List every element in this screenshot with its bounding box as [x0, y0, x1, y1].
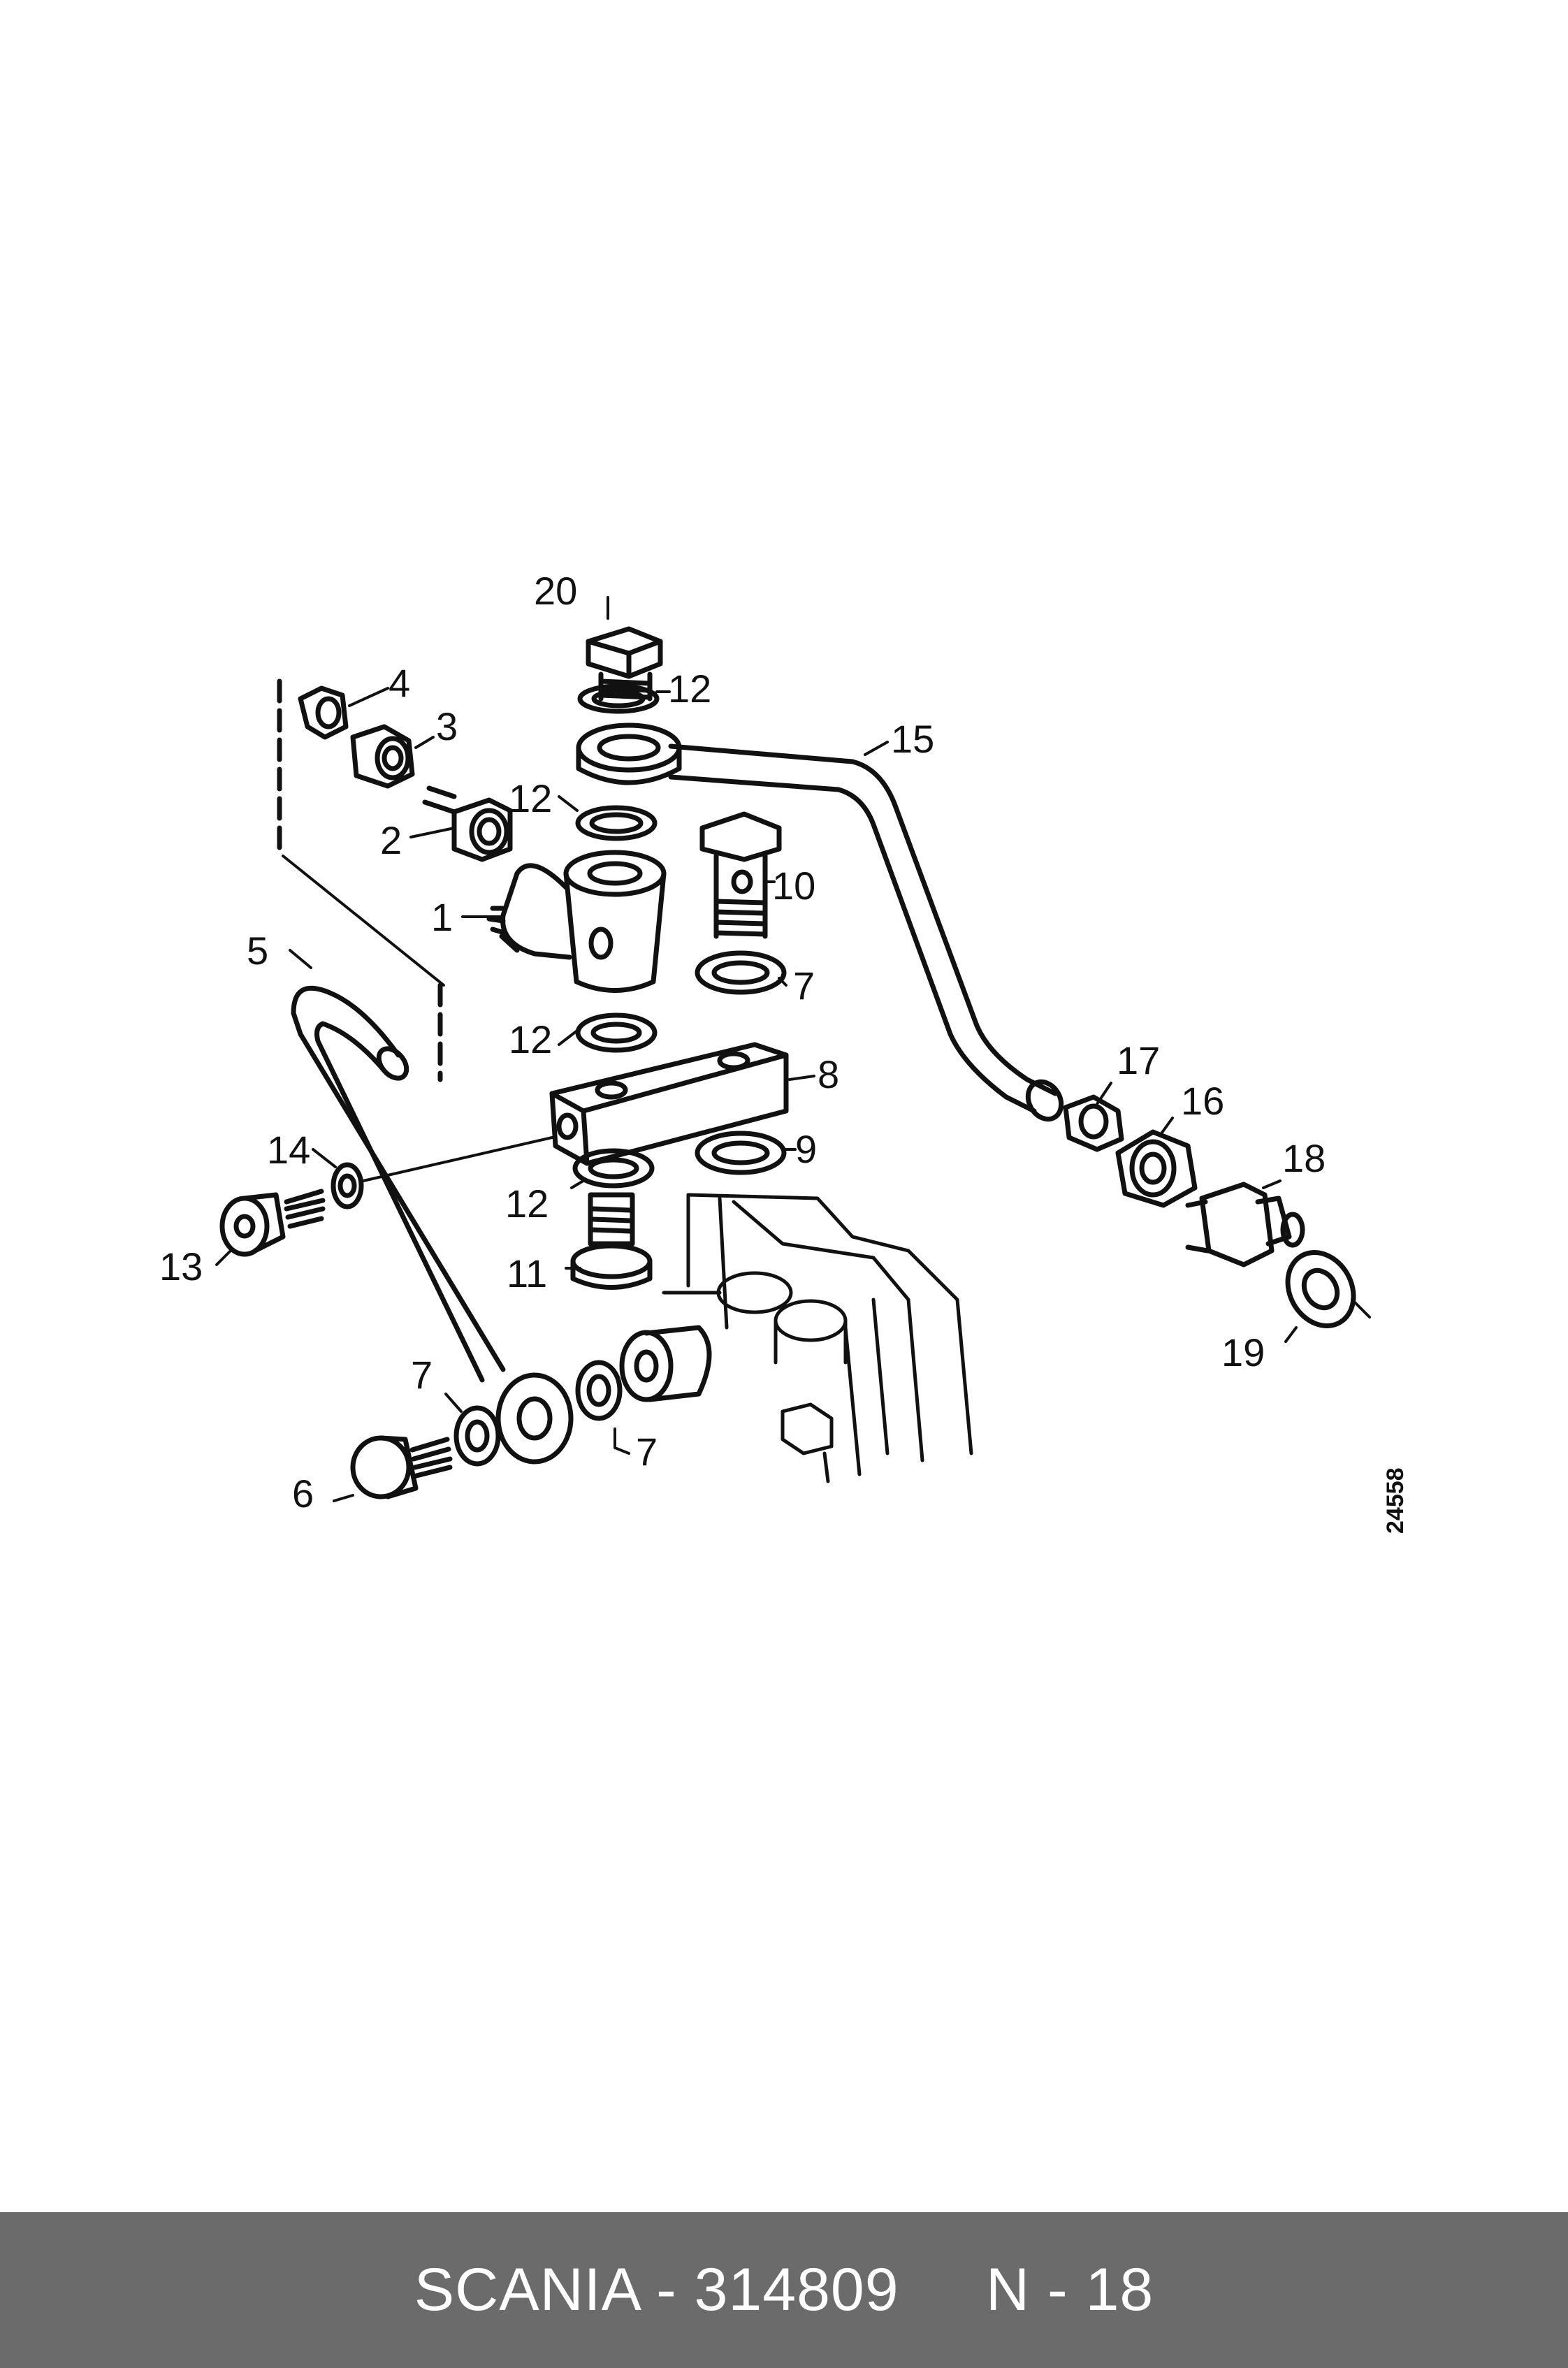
cone-4: [298, 685, 349, 740]
pipe-15: [668, 743, 1064, 1122]
nut-2: [422, 785, 513, 862]
dashed-frame: [277, 678, 443, 1082]
washer-12-b: [575, 805, 658, 841]
banjo-15: [576, 722, 682, 785]
callout-5: 5: [247, 929, 269, 973]
nut-16: [1115, 1129, 1198, 1208]
callout-7: 7: [411, 1353, 433, 1397]
callout-1: 1: [431, 895, 453, 939]
washer-12-top: [577, 683, 660, 714]
nut-3: [350, 724, 415, 789]
pipe-5: [291, 985, 506, 1383]
callout-13: 13: [159, 1244, 203, 1288]
callout-17: 17: [1117, 1038, 1161, 1082]
callout-18: 18: [1282, 1136, 1326, 1180]
callout-4: 4: [389, 661, 411, 705]
footer-bar: SCANIA - 314809 N - 18: [0, 2212, 1568, 2368]
engine-housing: [662, 1193, 973, 1483]
washer-7-a: [695, 950, 787, 995]
washer-7-c: [575, 1360, 623, 1421]
washer-12-c: [575, 1012, 658, 1053]
callout-3: 3: [436, 704, 458, 748]
fitting-near-7c: [619, 1325, 712, 1402]
washer-9: [695, 1131, 787, 1175]
washer-19: [1285, 1250, 1356, 1328]
footer-text: SCANIA - 314809 N - 18: [414, 2256, 1154, 2323]
washer-14: [331, 1162, 364, 1210]
callout-10: 10: [772, 864, 816, 908]
callout-2: 2: [380, 818, 402, 862]
callout-19: 19: [1221, 1330, 1265, 1374]
callout-9: 9: [795, 1127, 818, 1171]
drawing-number: 24558: [1382, 1467, 1409, 1534]
callout-7: 7: [793, 964, 815, 1008]
banjo-bolt-10: [699, 811, 782, 939]
cone-17: [1063, 1094, 1124, 1152]
callout-12: 12: [668, 667, 712, 711]
callout-20: 20: [534, 569, 578, 613]
bolt-11: [570, 1192, 653, 1290]
bar-8: [549, 1042, 789, 1166]
screw-13: [219, 1189, 326, 1257]
bolt-6: [350, 1435, 453, 1499]
washer-7-b: [453, 1405, 501, 1467]
washer-12-d: [572, 1148, 655, 1189]
callout-7: 7: [636, 1430, 658, 1474]
callout-8: 8: [818, 1052, 840, 1096]
tee-fitting-1: [486, 850, 667, 993]
parts-diagram: 20 4 12 3 15 12 2 10 1 5 7 12 8 17 16 14…: [159, 569, 1409, 1534]
callout-14: 14: [267, 1128, 311, 1172]
exploded-view-drawing: [215, 596, 1371, 1502]
callout-16: 16: [1181, 1079, 1225, 1123]
banjo-5: [495, 1372, 574, 1465]
callout-12: 12: [505, 1182, 549, 1226]
callout-15: 15: [891, 717, 935, 761]
callout-6: 6: [292, 1472, 314, 1516]
callout-12: 12: [509, 1017, 553, 1061]
connector-18: [1185, 1182, 1305, 1267]
callout-12: 12: [509, 776, 553, 820]
callout-11: 11: [507, 1251, 548, 1295]
